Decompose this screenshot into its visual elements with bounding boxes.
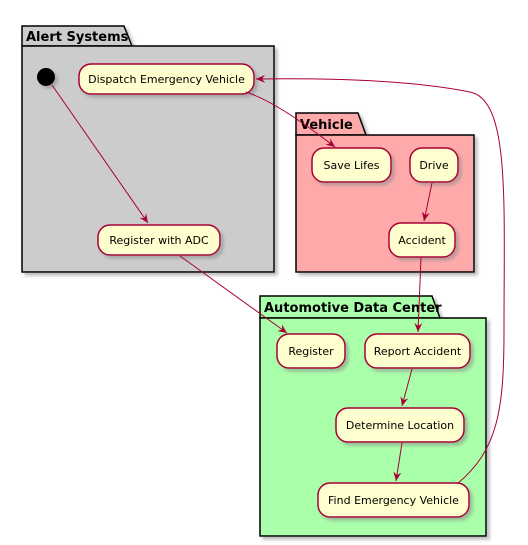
- activity-label: Accident: [398, 234, 446, 247]
- activity-determine-location: Determine Location: [335, 407, 465, 443]
- flow-start-to-register-with-adc: [51, 84, 149, 224]
- activity-find-emergency-vehicle: Find Emergency Vehicle: [317, 482, 470, 518]
- package-adc-title: Automotive Data Center: [264, 301, 442, 316]
- activity-drive: Drive: [409, 147, 459, 183]
- activity-save-lifes: Save Lifes: [311, 147, 392, 183]
- activity-accident: Accident: [388, 222, 456, 258]
- activity-report-accident: Report Accident: [364, 333, 471, 369]
- flow-determine-location-to-find-emergency-vehicle: [393, 442, 403, 482]
- activity-register: Register: [276, 333, 346, 369]
- flow-accident-to-report-accident: [414, 257, 423, 333]
- package-alert-systems-title: Alert Systems: [26, 30, 129, 45]
- activity-label: Find Emergency Vehicle: [328, 494, 459, 507]
- package-vehicle-title: Vehicle: [300, 118, 353, 133]
- activity-label: Determine Location: [346, 419, 454, 432]
- flow-find-emergency-vehicle-to-dispatch: [255, 74, 505, 485]
- activity-register-with-adc: Register with ADC: [97, 224, 221, 256]
- activity-label: Report Accident: [374, 345, 462, 358]
- activity-label: Register: [288, 345, 334, 358]
- activity-label: Save Lifes: [323, 159, 379, 172]
- flow-report-accident-to-determine-location: [400, 368, 413, 407]
- flow-register-with-adc-to-register: [179, 255, 288, 334]
- activity-label: Dispatch Emergency Vehicle: [88, 73, 245, 86]
- activity-dispatch-emergency-vehicle: Dispatch Emergency Vehicle: [78, 63, 255, 95]
- activity-label: Register with ADC: [109, 234, 209, 247]
- flow-dispatch-to-save-lifes: [245, 91, 336, 148]
- activity-label: Drive: [419, 159, 449, 172]
- flow-drive-to-accident: [421, 182, 433, 222]
- start-node: [37, 68, 55, 86]
